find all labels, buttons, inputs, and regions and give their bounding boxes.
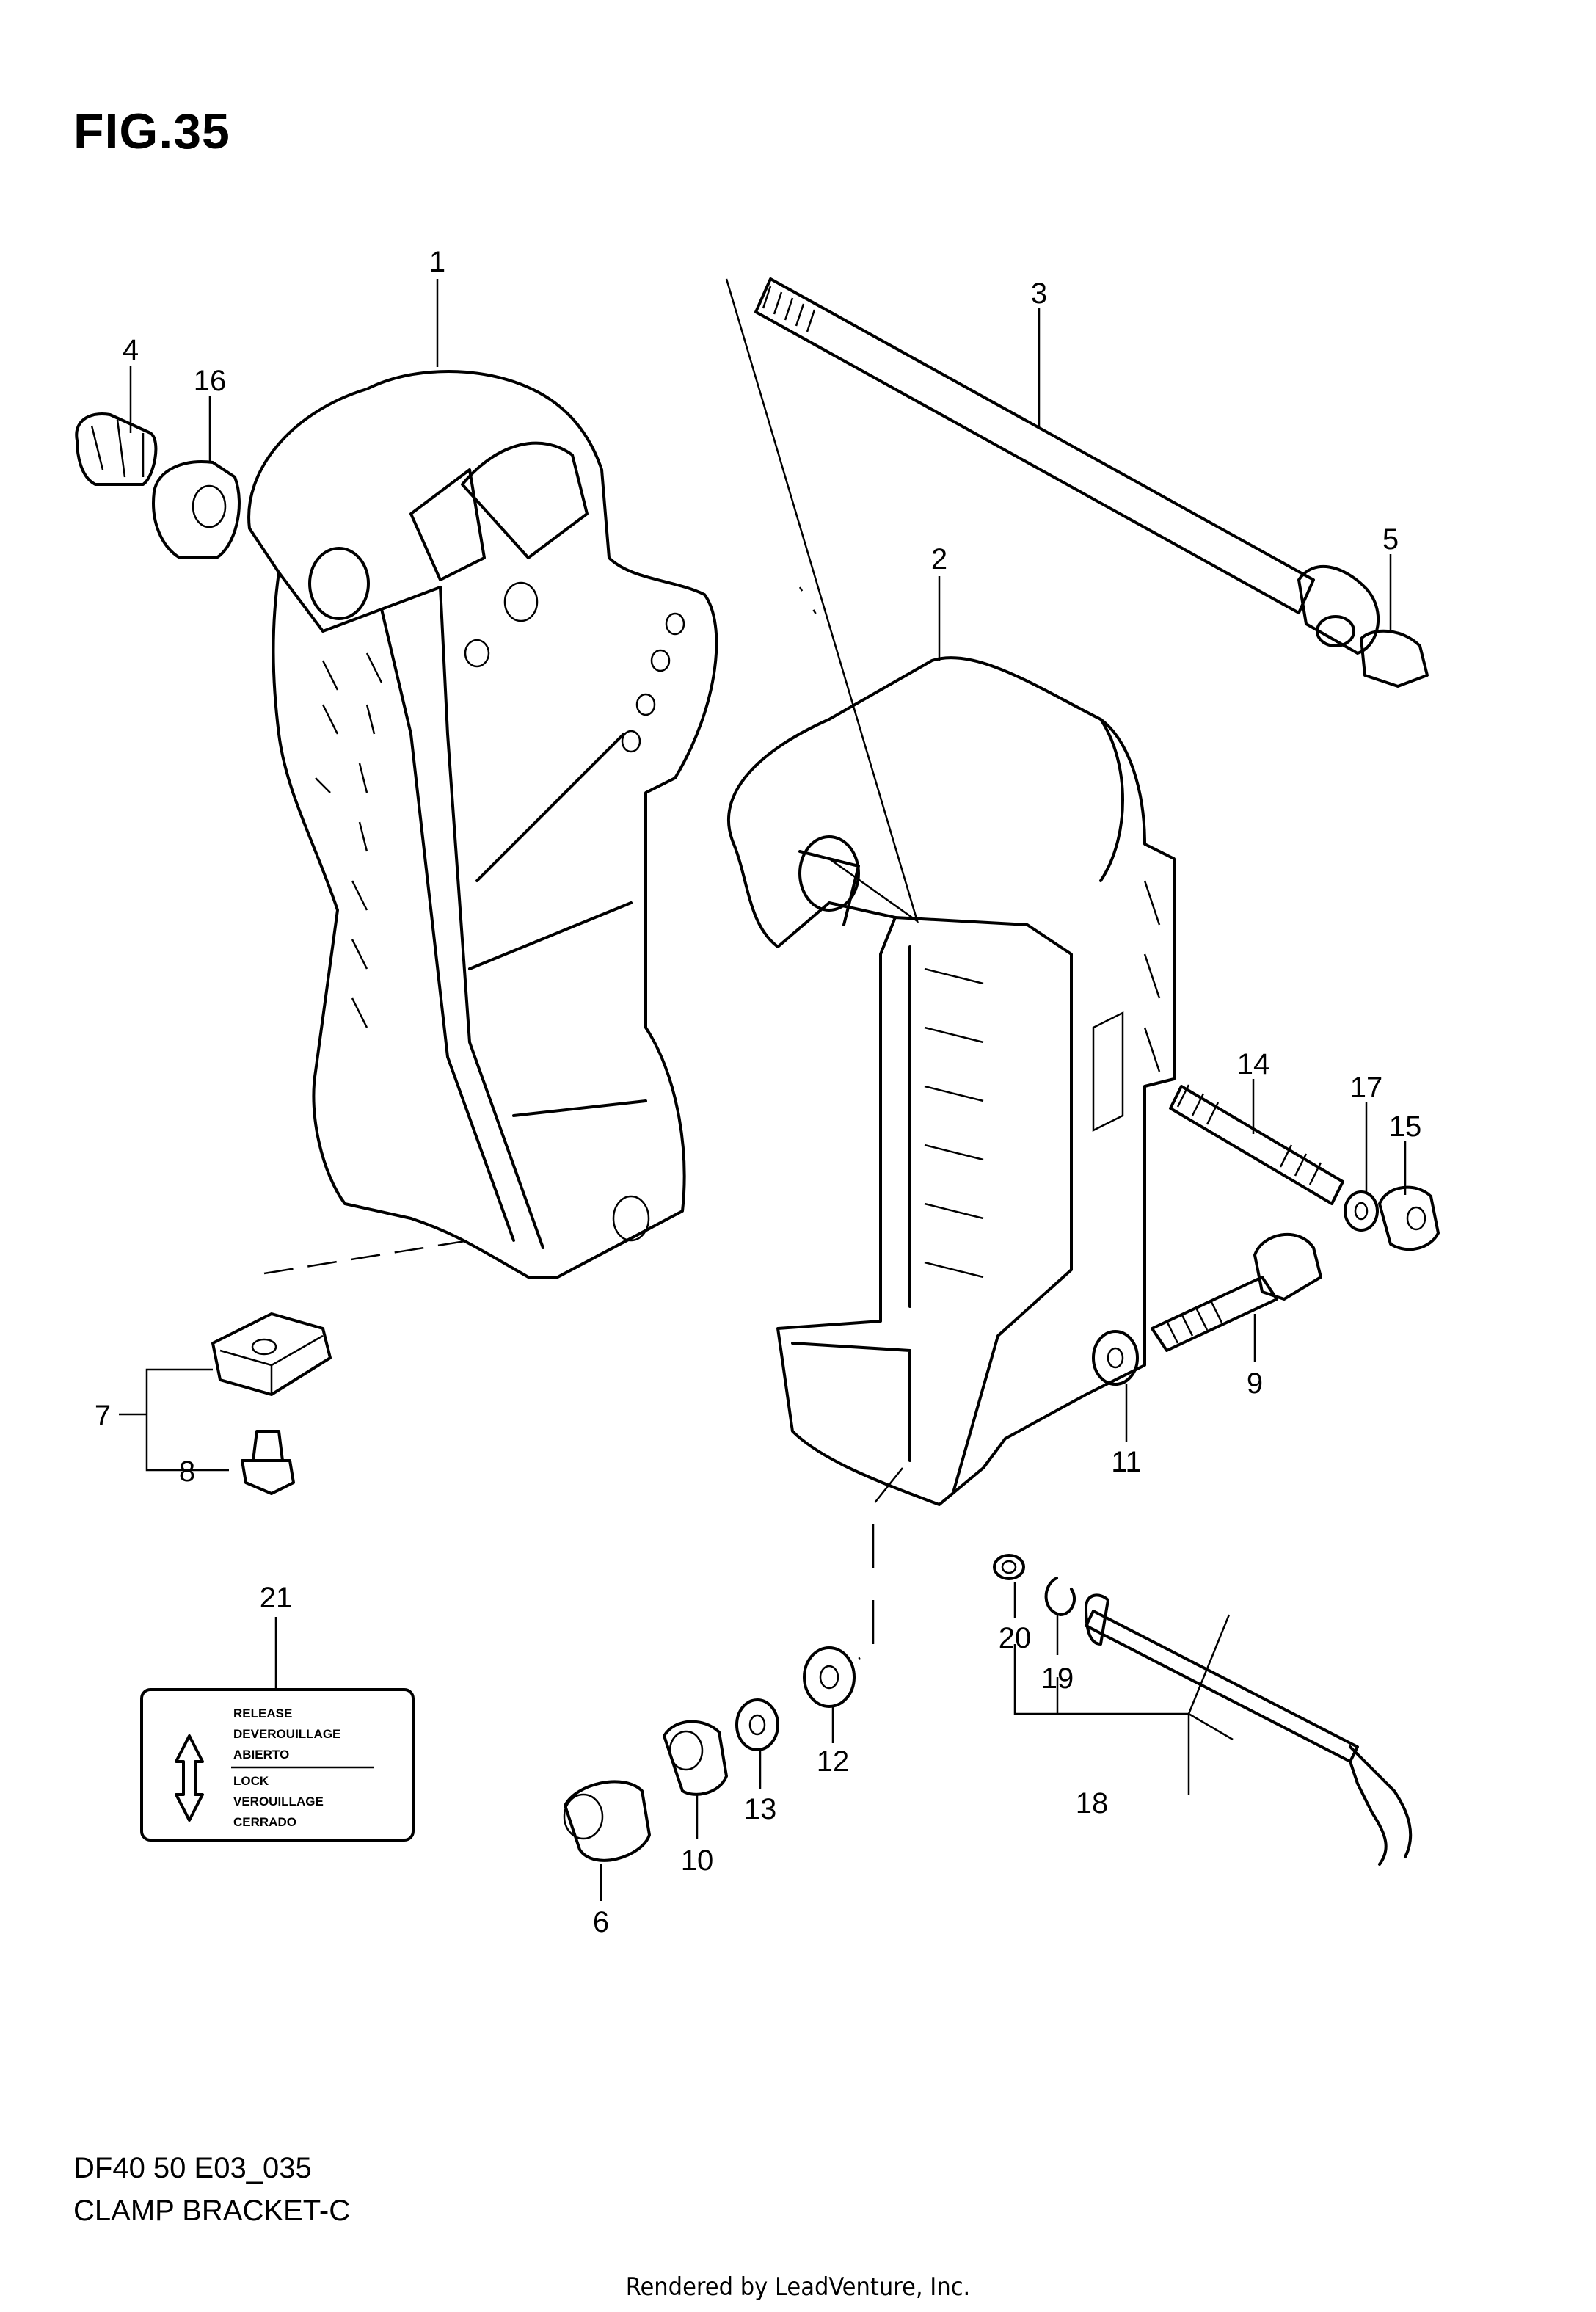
stud-bolt-14 [1169,1084,1344,1205]
label-line-abierto: ABIERTO [233,1748,289,1762]
callout-1: 1 [429,246,445,278]
callout-6: 6 [593,1906,609,1938]
callout-5: 5 [1382,523,1399,556]
cap-5 [1360,629,1429,688]
label-plate-21: RELEASE DEVEROUILLAGE ABIERTO LOCK VEROU… [140,1688,415,1842]
spring-20 [993,1554,1025,1580]
callout-20: 20 [999,1622,1032,1654]
bushing-10 [663,1720,728,1796]
callout-11: 11 [1111,1446,1142,1478]
washer-13 [735,1698,779,1751]
callout-2: 2 [931,543,947,575]
tilt-rod [754,277,1380,655]
washer-11 [1092,1330,1139,1386]
callout-19: 19 [1041,1662,1074,1695]
callout-15: 15 [1389,1110,1422,1143]
label-line-cerrado: CERRADO [233,1815,296,1829]
clamp-bracket-left [247,370,718,1279]
rendered-by-credit: Rendered by LeadVenture, Inc. [625,2272,971,2302]
washer-12 [803,1646,856,1708]
callout-17: 17 [1350,1072,1383,1104]
callout-14: 14 [1237,1048,1270,1080]
callout-9: 9 [1247,1367,1263,1400]
callout-3: 3 [1031,277,1047,310]
part-group-name: CLAMP BRACKET-C [73,2195,351,2227]
model-code: DF40 50 E03_035 [73,2152,312,2184]
callout-13: 13 [744,1793,777,1825]
callout-18: 18 [1076,1787,1109,1820]
callout-numbers: 1 2 3 4 5 6 7 8 9 10 11 12 13 14 15 16 1… [95,246,1421,1938]
washer-17 [1344,1190,1379,1232]
bushing-4 [75,412,158,486]
label-line-verouillage: VEROUILLAGE [233,1795,324,1808]
callout-8: 8 [179,1455,195,1488]
leader-lines [119,278,1407,1901]
label-line-lock: LOCK [233,1774,269,1788]
spacer-block-7 [211,1312,332,1396]
bushing-6 [563,1780,651,1862]
bolt-8 [241,1430,295,1495]
figure-title: FIG.35 [73,103,230,159]
label-line-release: RELEASE [233,1706,292,1720]
bolt-9 [1151,1233,1322,1352]
clamp-bracket-right [727,656,1176,1506]
label-line-deverouillage: DEVEROUILLAGE [233,1727,340,1741]
callout-4: 4 [123,334,139,366]
callout-12: 12 [817,1745,850,1778]
callout-10: 10 [681,1844,714,1877]
nut-16 [152,460,241,559]
nut-15 [1378,1185,1440,1251]
callout-16: 16 [194,365,227,397]
callout-21: 21 [260,1582,293,1614]
callout-7: 7 [95,1400,111,1432]
tilt-lock-rod-18 [1085,1593,1413,1866]
snap-ring-19 [1044,1577,1076,1616]
